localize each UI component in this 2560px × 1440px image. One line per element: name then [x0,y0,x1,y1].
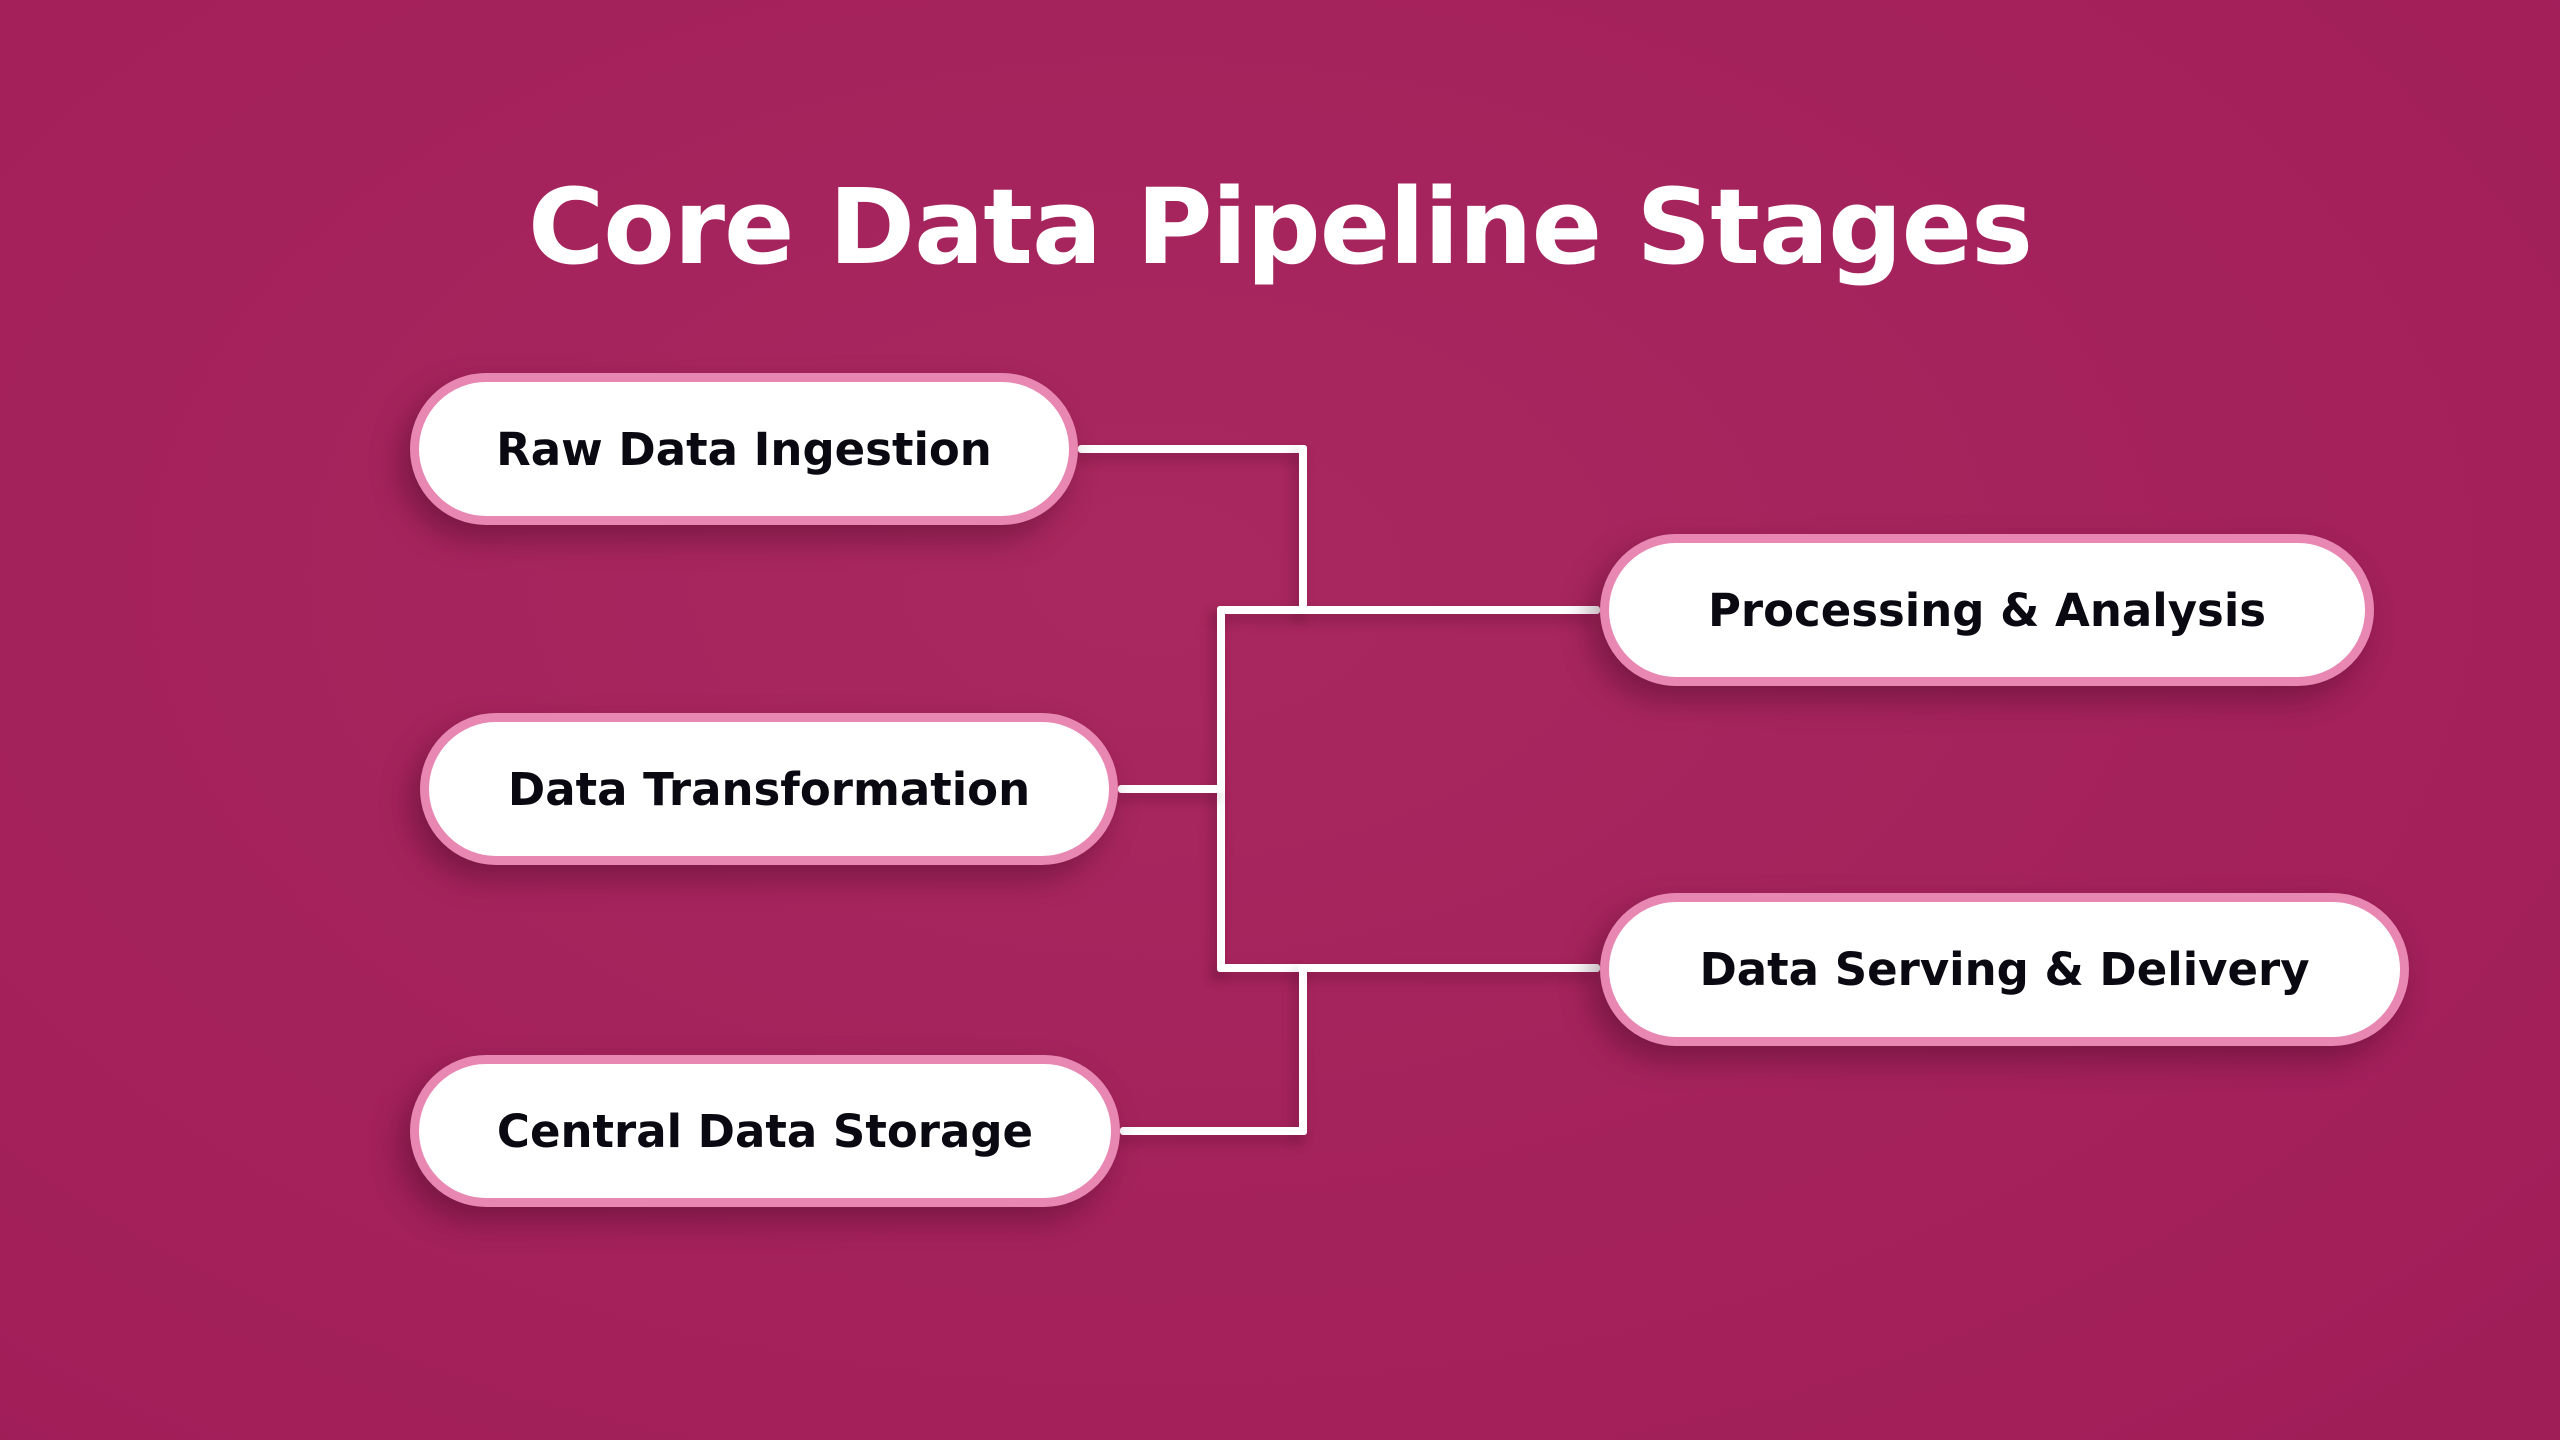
connector-processing-branch [1217,606,1600,614]
node-processing-analysis: Processing & Analysis [1600,534,2374,686]
node-label: Central Data Storage [496,1104,1034,1158]
node-label: Data Serving & Delivery [1699,943,2310,996]
connector-storage-horizontal [1120,1127,1307,1135]
node-label: Data Transformation [507,762,1031,816]
connector-serving-branch [1217,964,1600,972]
connector-raw-horizontal [1078,445,1307,453]
connector-storage-vertical [1299,964,1307,1135]
node-raw-data-ingestion: Raw Data Ingestion [410,373,1078,525]
connector-raw-vertical [1299,445,1307,614]
node-data-transformation: Data Transformation [420,713,1118,865]
node-label: Processing & Analysis [1707,583,2267,637]
connector-transformation-horizontal [1118,785,1225,793]
node-label: Raw Data Ingestion [496,422,992,476]
node-data-serving-delivery: Data Serving & Delivery [1600,893,2409,1046]
node-central-data-storage: Central Data Storage [410,1055,1120,1207]
diagram-title: Core Data Pipeline Stages [527,165,2033,288]
